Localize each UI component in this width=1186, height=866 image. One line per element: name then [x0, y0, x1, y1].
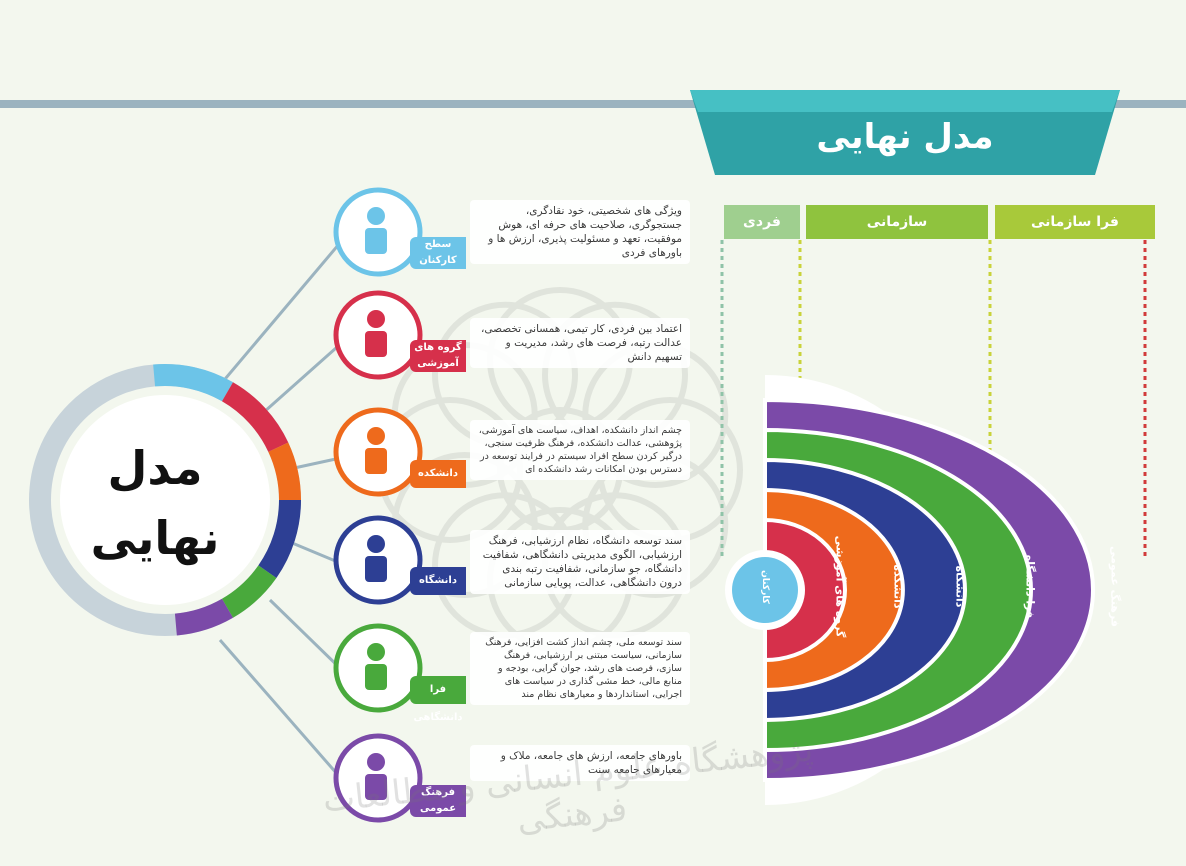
icon-head: [367, 427, 385, 445]
connector-line: [218, 639, 347, 784]
icon-body: [365, 556, 387, 582]
level-tag-university: دانشگاه: [410, 567, 466, 595]
level-desc-staff: ویژگی های شخصیتی، خود نقادگری، جستجوگری،…: [470, 200, 690, 264]
icon-body: [365, 664, 387, 690]
left-donut-ring: [29, 364, 301, 636]
left-ring-segment: [221, 382, 289, 453]
title-banner-highlight: [690, 90, 1120, 112]
level-tag-beyond: فرا دانشگاهی: [410, 676, 466, 723]
level-desc-beyond: سند توسعه ملی، چشم انداز کشت افزایی، فره…: [470, 632, 690, 705]
level-tag-culture: فرهنگ عمومی: [410, 785, 466, 817]
icon-body: [365, 448, 387, 474]
icon-body: [365, 774, 387, 800]
level-desc-groups: اعتماد بین فردی، کار تیمی، همسانی تخصصی،…: [470, 318, 690, 368]
icon-body: [365, 228, 387, 254]
column-header-meta: فرا سازمانی: [995, 205, 1155, 239]
center-title-line2: نهایی: [90, 511, 220, 565]
left-ring-segment: [174, 598, 233, 636]
ring-label: دانشگاه: [953, 565, 967, 608]
left-ring-segment: [258, 499, 301, 579]
column-dotted-lines: [720, 240, 1147, 560]
ring-label: گروه های آموزشی: [833, 535, 847, 638]
level-desc-culture: باورهای جامعه، ارزش های جامعه، ملاک و مع…: [470, 745, 690, 781]
left-ring-center: [60, 395, 270, 605]
icon-head: [367, 310, 385, 328]
left-ring-segment: [268, 442, 301, 501]
column-header-ind: فردی: [724, 205, 800, 239]
ring-label: فرا دانشگاه: [1023, 554, 1037, 619]
icon-head: [367, 535, 385, 553]
top-divider: [0, 100, 1186, 108]
icon-head: [367, 753, 385, 771]
icon-head: [367, 207, 385, 225]
ring-core: [732, 557, 798, 623]
icon-head: [367, 643, 385, 661]
level-tag-staff: سطح کارکنان: [410, 237, 466, 269]
level-desc-faculty: چشم انداز دانشکده، اهداف، سیاست های آموز…: [470, 420, 690, 480]
level-desc-university: سند توسعه دانشگاه، نظام ارزشیابی، فرهنگ …: [470, 530, 690, 594]
icon-body: [365, 331, 387, 357]
level-tag-groups: گروه های آموزشی: [410, 340, 466, 372]
title-banner-text: مدل نهایی: [816, 117, 994, 157]
level-icons: [333, 187, 423, 823]
left-ring-segment: [153, 364, 233, 402]
connector-line: [254, 338, 346, 422]
left-ring-segment: [221, 565, 277, 618]
center-title-line1: مدل: [107, 441, 203, 495]
level-tag-faculty: دانشکده: [410, 460, 466, 488]
connector-line: [268, 598, 347, 675]
ring-label: فرهنگ عمومی: [1108, 546, 1122, 627]
concentric-rings: [725, 375, 1095, 805]
ring-label: دانشکده: [891, 564, 905, 609]
ring-core-label: کارکنان: [760, 570, 770, 604]
connector-line: [218, 236, 347, 386]
column-header-org: سازمانی: [806, 205, 988, 239]
